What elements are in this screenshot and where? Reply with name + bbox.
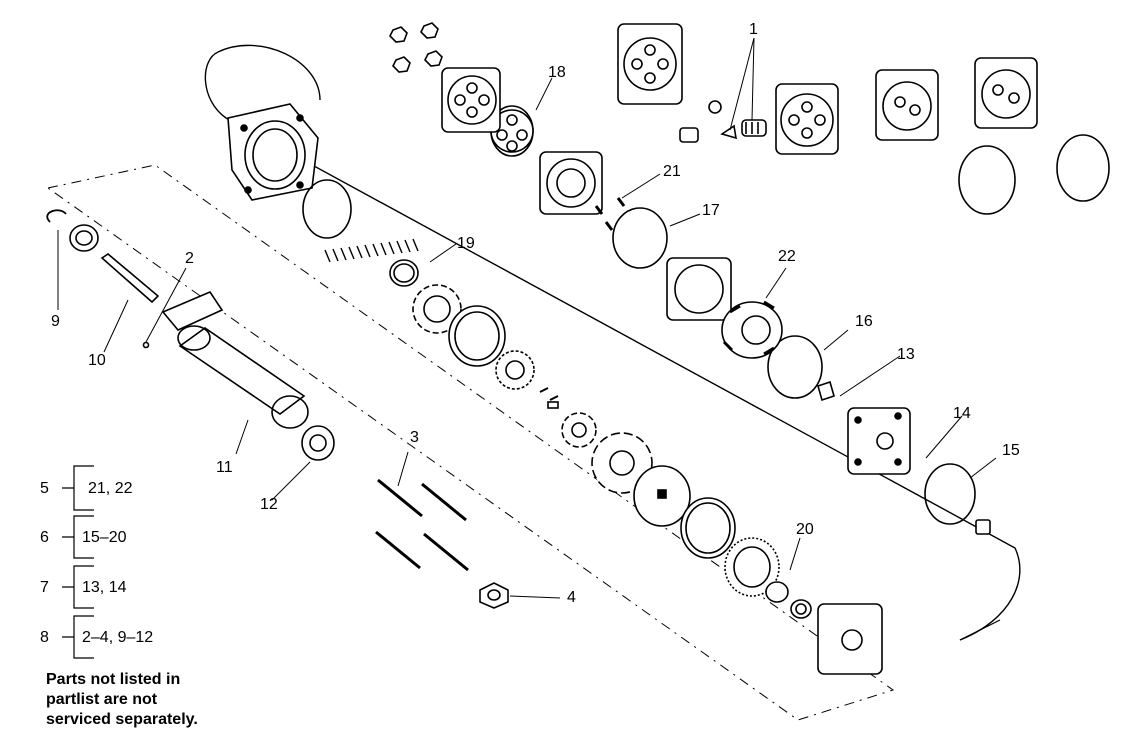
gear-set	[389, 259, 812, 619]
callout-17: 17	[702, 202, 720, 219]
callout-19: 19	[457, 235, 475, 252]
callout-4: 4	[567, 589, 576, 606]
nut-12	[301, 425, 335, 461]
front-housing	[227, 103, 319, 201]
callout-1: 1	[749, 21, 758, 38]
callout-20: 20	[796, 521, 814, 538]
callout-11: 11	[216, 459, 233, 476]
assembly-boundary	[46, 44, 1021, 721]
pins	[324, 238, 419, 263]
callout-16: 16	[855, 313, 873, 330]
shaft-10	[100, 253, 160, 349]
cover-14	[847, 407, 911, 475]
callout-15: 15	[1002, 442, 1020, 459]
callout-14: 14	[953, 405, 971, 422]
kit-contents-6: 15–20	[82, 529, 127, 546]
callout-9: 9	[51, 313, 60, 330]
kit-contents-5: 21, 22	[88, 480, 133, 497]
callout-12: 12	[260, 496, 278, 513]
kit-number-5: 5	[40, 480, 49, 497]
wear-plate	[666, 257, 732, 321]
service-note-line-2: partlist are not	[46, 691, 158, 708]
small-fitting	[975, 519, 991, 535]
callout-21: 21	[663, 163, 681, 180]
bearing	[69, 224, 99, 252]
kit-number-8: 8	[40, 629, 49, 646]
service-note-line-1: Parts not listed in	[46, 671, 181, 688]
port-plate-18	[490, 109, 534, 153]
check-valve-parts	[679, 119, 767, 143]
kit-contents-7: 13, 14	[82, 579, 127, 596]
kit-number-7: 7	[40, 579, 49, 596]
rotor-housing-21	[539, 151, 603, 215]
vanes-21	[594, 197, 626, 231]
service-note: Parts not listed in partlist are not ser…	[46, 670, 198, 730]
plug-13	[817, 380, 835, 402]
callout-10: 10	[88, 352, 106, 369]
retaining-ring-9	[46, 209, 67, 223]
callout-3: 3	[410, 429, 419, 446]
kit-contents-8: 2–4, 9–12	[82, 629, 154, 646]
leader-lines	[57, 37, 997, 599]
o-rings	[302, 105, 1110, 525]
service-note-line-3: serviced separately.	[46, 711, 198, 728]
rear-cover	[817, 603, 883, 675]
bolts-3	[375, 478, 469, 572]
callout-2: 2	[185, 250, 194, 267]
callout-18: 18	[548, 64, 566, 81]
callout-13: 13	[897, 346, 915, 363]
callout-22: 22	[778, 248, 796, 265]
kit-number-6: 6	[40, 529, 49, 546]
nut-4	[479, 582, 509, 609]
kit-brackets	[62, 465, 94, 659]
small-nuts	[389, 22, 722, 114]
end-caps-top	[441, 23, 1038, 155]
seal-carrier-22	[721, 300, 783, 359]
housing-tube-11	[161, 291, 309, 429]
